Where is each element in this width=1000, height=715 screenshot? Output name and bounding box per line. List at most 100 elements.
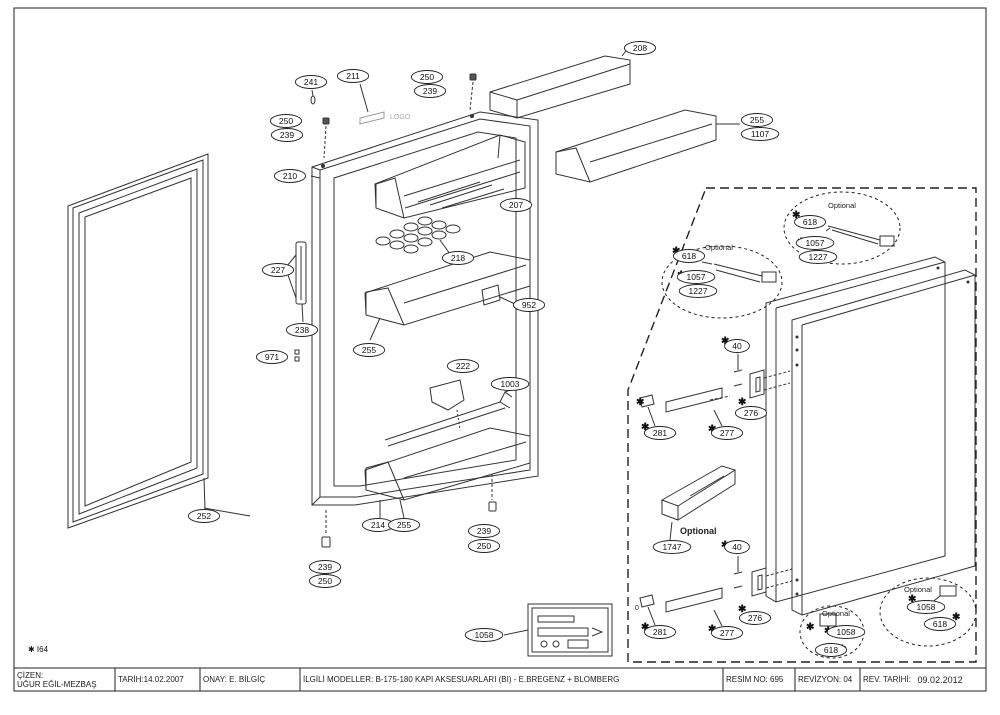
note-i64: ✱ I64 [28,645,49,654]
title-block-date: TARİH:14.02.2007 [118,675,184,684]
callout-number: 40 [732,341,742,351]
callout-number: 255 [397,520,411,530]
callout-oval [814,643,848,657]
shelf-255-top [555,109,717,183]
hinge-clip-618-bottom-mid [819,613,837,627]
callout-number: 1058 [475,630,494,640]
callout-oval [643,625,677,639]
callout-c952: 952 [512,298,546,312]
callout-c277b: 277 [710,626,744,640]
callout-number: 281 [653,627,667,637]
callout-number: 952 [522,300,536,310]
callout-number: 252 [197,511,211,521]
callout-c1227a: 1227 [798,250,838,264]
callout-oval [285,323,319,337]
zero-marker: 0 [635,605,639,612]
rev-date-label: REV. TARİHİ: [863,675,911,684]
drawn-label: ÇİZEN: [17,671,44,680]
callout-c252: 252 [187,509,221,523]
callout-oval [308,560,342,574]
callout-oval [512,298,546,312]
optional-label-hinge: Optional [680,526,717,536]
callout-oval [187,509,221,523]
callout-oval [499,198,533,212]
callout-oval [255,350,289,364]
hinge-clip-618-top-left [713,263,777,283]
callout-c210: 210 [273,169,307,183]
callout-c239c: 239 [467,524,501,538]
svg-text:✱: ✱ [641,422,650,433]
svg-text:✱: ✱ [721,336,730,347]
drawn-by: UĞUR EĞİL-MEZBAŞ [17,680,97,689]
optional-label-bottom-mid: Optional [822,609,850,618]
callout-c40b: 40 [724,540,750,554]
callout-c277a: 277 [710,426,744,440]
callout-number: 255 [362,345,376,355]
leader-lines [203,89,831,517]
callout-c1058c: 1058 [906,600,946,614]
callout-oval [923,617,957,631]
callout-number: 1227 [809,252,828,262]
callout-c1003: 1003 [490,377,530,391]
callout-oval [308,574,342,588]
cap-239-bottom-right [488,501,497,512]
callout-oval [672,249,706,263]
callout-oval [740,127,780,141]
callout-c1747: 1747 [652,540,692,554]
callout-number: 239 [423,86,437,96]
optional-label-top-right: Optional [828,201,856,210]
callout-c276b: 276 [738,611,772,625]
callout-number: 239 [318,562,332,572]
callout-c1058a: 1058 [464,628,504,642]
callout-c281b: 281 [643,625,677,639]
callout-oval [336,69,370,83]
screws-40-bottom [733,571,743,589]
callout-number: 277 [720,428,734,438]
control-panel-1058 [527,603,613,657]
callout-number: 1057 [806,238,825,248]
callout-oval [710,426,744,440]
callout-oval [464,628,504,642]
optional-label-top-left: Optional [705,243,733,252]
callout-oval [352,343,386,357]
callout-c239a: 239 [413,84,447,98]
logo-text: LOGO [390,114,411,121]
callout-oval [273,169,307,183]
callout-c1058b: 1058 [826,625,866,639]
callout-oval [261,263,295,277]
callout-oval [906,600,946,614]
callout-oval [793,215,827,229]
callout-number: 241 [304,77,318,87]
callout-oval [270,128,304,142]
callout-oval [410,70,444,84]
callout-c971: 971 [255,350,289,364]
title-block-drawn: ÇİZEN: UĞUR EĞİL-MEZBAŞ [14,668,115,692]
callout-c276a: 276 [734,406,768,420]
callout-oval [294,75,328,89]
handle-238 [295,241,307,305]
stopper-222 [429,379,465,411]
cap-250-left [322,117,330,125]
callout-number: 1107 [751,129,770,139]
callout-number: 618 [682,251,696,261]
callout-c250c: 250 [467,539,501,553]
callout-number: 239 [280,130,294,140]
svg-text:✱: ✱ [641,622,650,633]
callout-c211: 211 [336,69,370,83]
optional-detail-circle-top-right [783,191,901,265]
callout-number: 618 [803,217,817,227]
callout-number: 1058 [837,627,856,637]
svg-text:✱: ✱ [908,594,917,605]
callout-c239d: 239 [308,560,342,574]
top-cover-208 [489,55,631,119]
callout-number: 238 [295,325,309,335]
svg-text:✱: ✱ [738,397,747,408]
svg-text:✱: ✱ [792,210,801,221]
callout-c241: 241 [294,75,328,89]
callout-oval [724,540,750,554]
door-gasket-252 [67,153,209,529]
callout-oval [676,270,716,284]
door-liner-210 [311,111,539,506]
callout-oval [724,339,750,353]
